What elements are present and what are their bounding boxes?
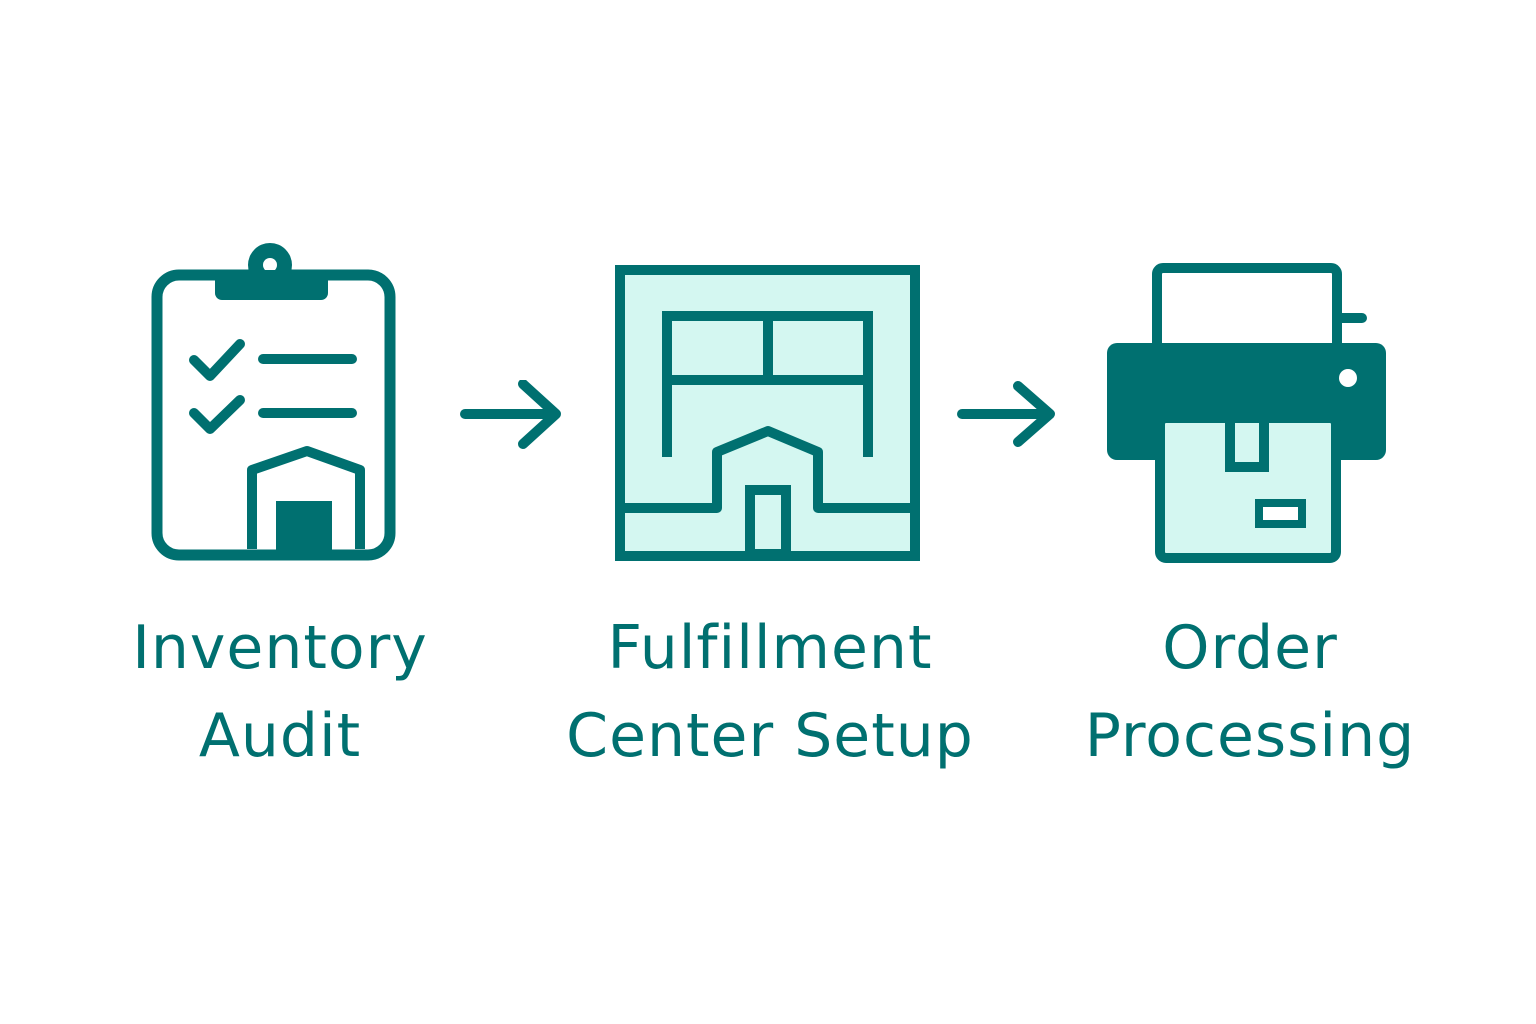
clipboard-checklist-warehouse-icon [151, 243, 396, 561]
step-3-label-line-2: Processing [1084, 701, 1416, 771]
arrow-right-icon [957, 381, 1055, 447]
printer-package-icon [1107, 263, 1386, 563]
step-1-label-line-1: Inventory [132, 613, 428, 683]
step-label-inventory-audit: Inventory Audit [100, 604, 460, 780]
step-1-label-line-2: Audit [198, 701, 362, 771]
arrow-right-icon [460, 380, 561, 449]
step-2-label-line-1: Fulfillment [607, 613, 933, 683]
fulfillment-center-building-icon [615, 265, 920, 561]
step-label-order-processing: Order Processing [1050, 604, 1450, 780]
step-3-label-line-1: Order [1162, 613, 1338, 683]
step-label-fulfillment-center-setup: Fulfillment Center Setup [530, 604, 1010, 780]
step-2-label-line-2: Center Setup [566, 701, 974, 771]
